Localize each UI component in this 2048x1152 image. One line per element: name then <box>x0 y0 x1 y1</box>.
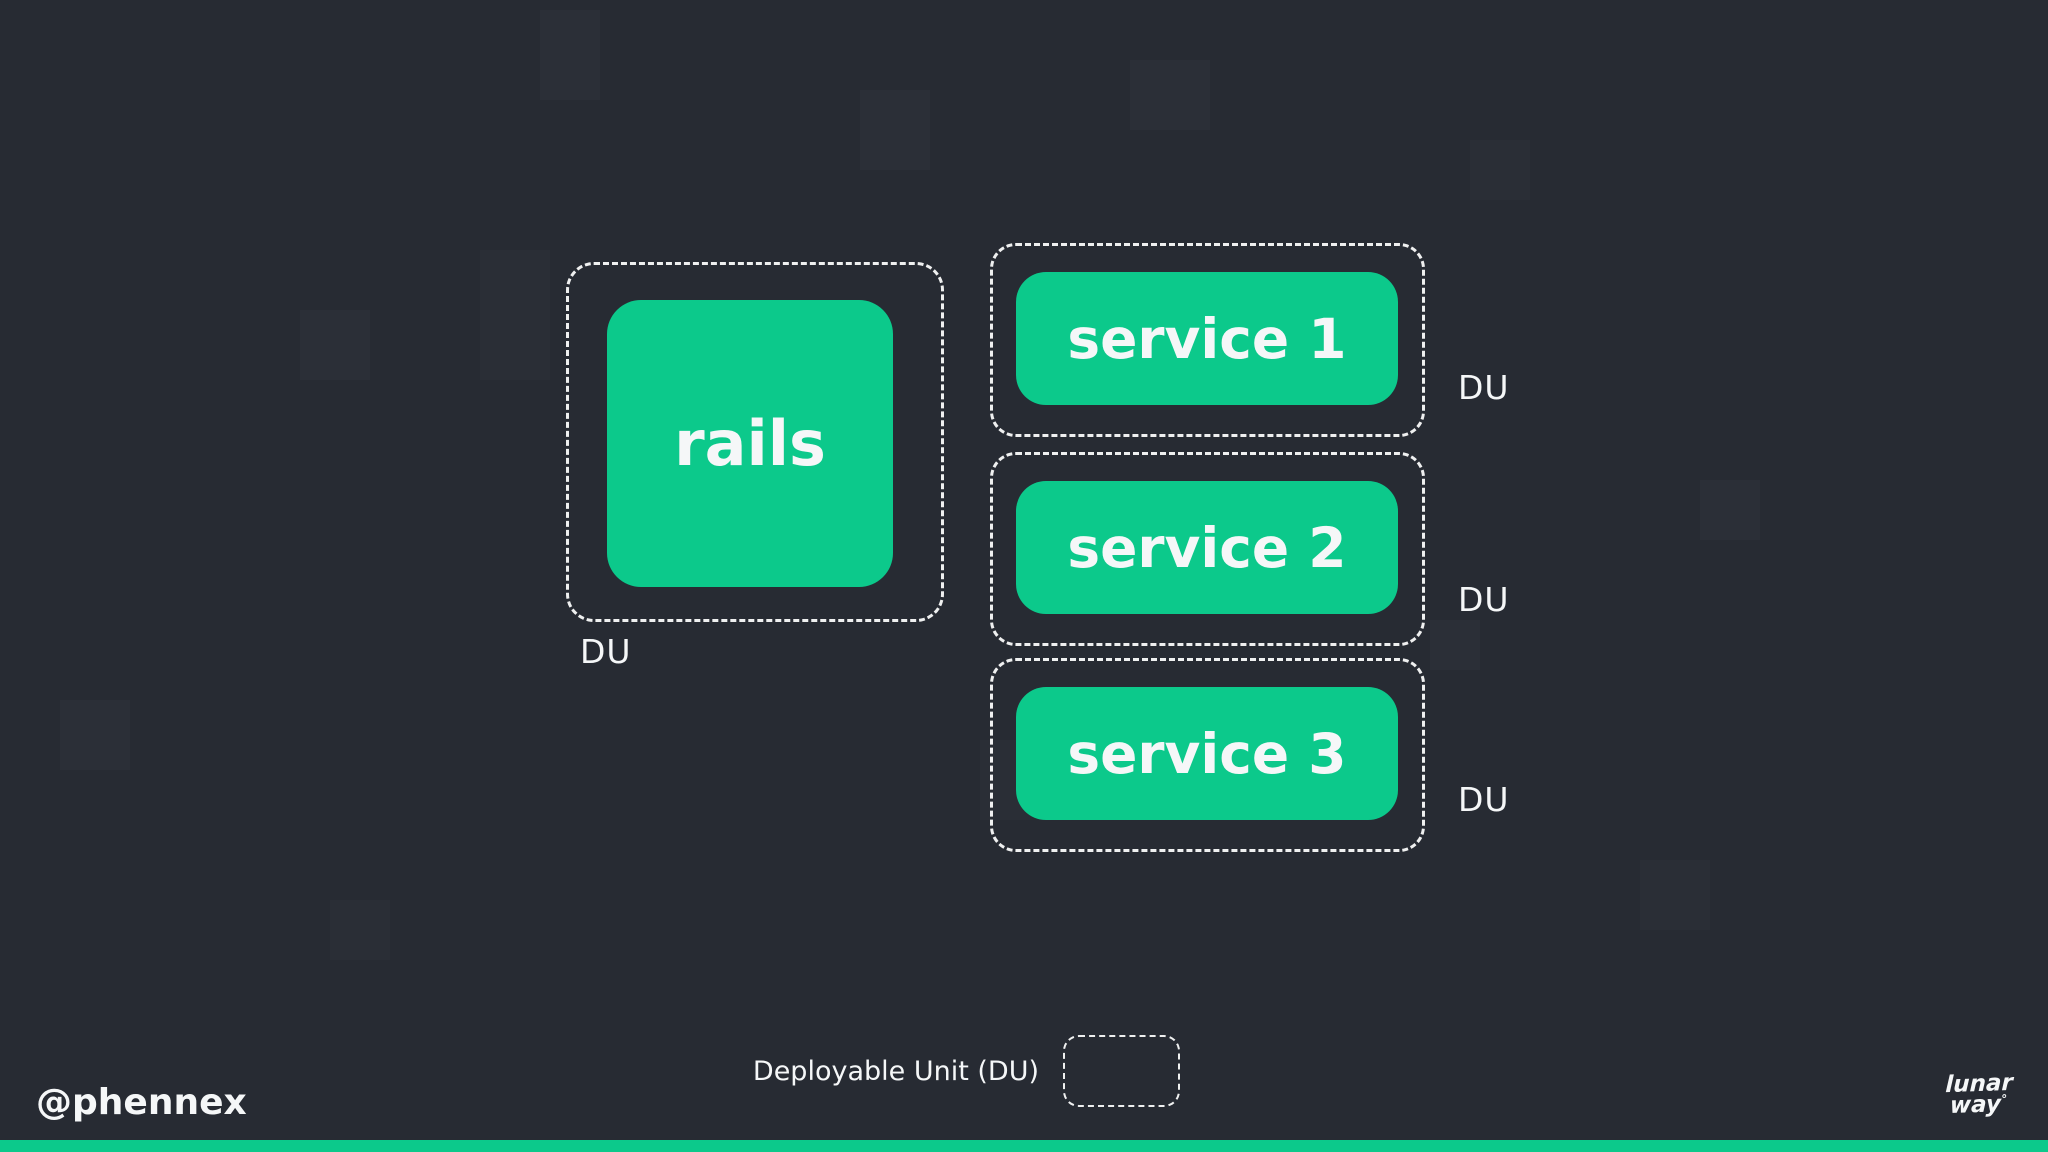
logo-line-2: way° <box>1948 1091 2007 1120</box>
legend-du-box <box>1063 1035 1180 1107</box>
legend: Deployable Unit (DU) <box>0 1035 1180 1107</box>
rails-box: rails <box>607 300 893 587</box>
du-label-service-2: DU <box>1458 580 1510 619</box>
author-handle: @phennex <box>36 1082 247 1123</box>
du-group-service-1: service 1 <box>990 243 1425 437</box>
service-2-box: service 2 <box>1016 481 1398 614</box>
service-1-box: service 1 <box>1016 272 1398 405</box>
du-group-service-3: service 3 <box>990 658 1425 852</box>
du-label-service-3: DU <box>1458 780 1510 819</box>
du-label-service-1: DU <box>1458 368 1510 407</box>
du-group-rails: rails <box>566 262 944 622</box>
service-1-label: service 1 <box>1067 306 1347 371</box>
bottom-accent-bar <box>0 1140 2048 1152</box>
service-2-label: service 2 <box>1067 515 1347 580</box>
lunar-way-logo: lunar way° <box>1944 1070 2012 1120</box>
rails-label: rails <box>674 407 826 480</box>
legend-label: Deployable Unit (DU) <box>752 1055 1039 1087</box>
du-label-rails: DU <box>580 632 632 671</box>
service-3-box: service 3 <box>1016 687 1398 820</box>
service-3-label: service 3 <box>1067 721 1347 786</box>
logo-trademark: ° <box>2000 1092 2007 1107</box>
du-group-service-2: service 2 <box>990 452 1425 646</box>
